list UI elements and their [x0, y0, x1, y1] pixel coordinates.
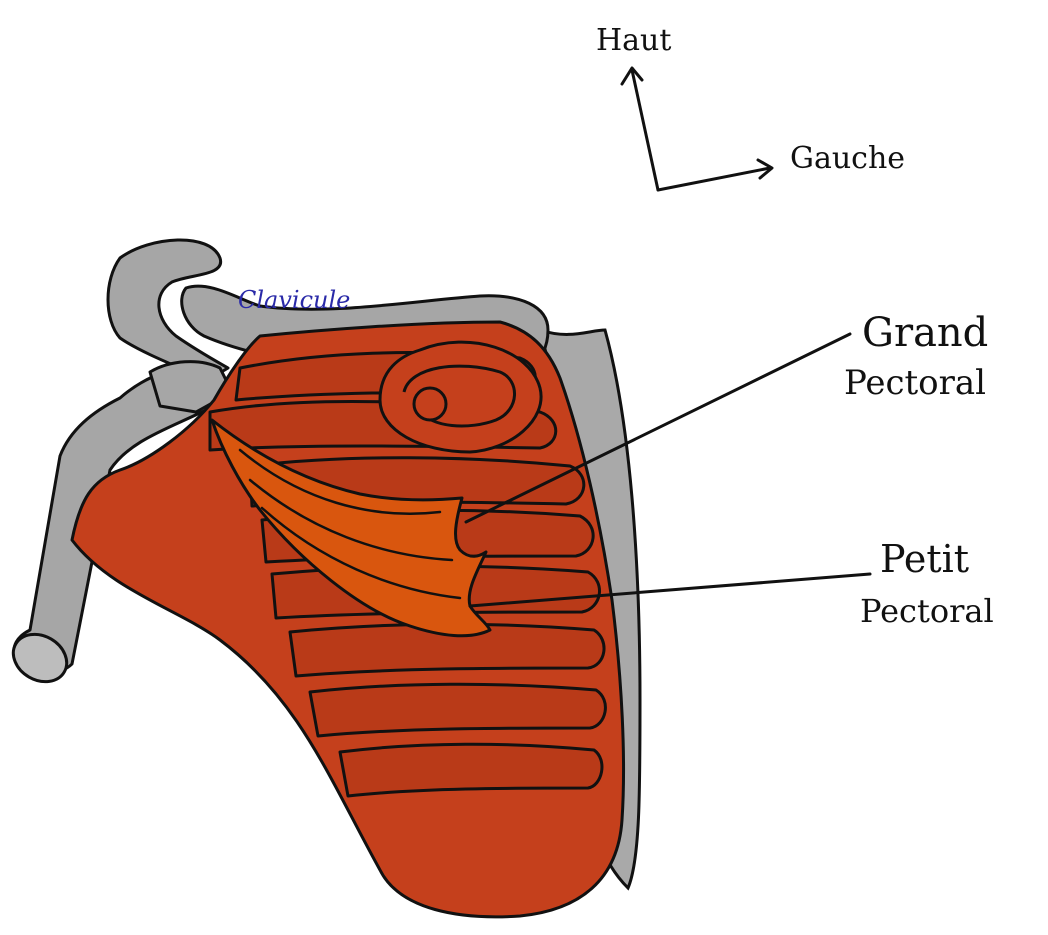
fiber-band — [340, 744, 602, 796]
spiral-fiber — [380, 342, 541, 452]
petit-pectoral-label-line2: Pectoral — [860, 592, 994, 630]
grand-pectoral-label-line1: Grand — [862, 310, 988, 356]
clavicle-label: Clavicule — [238, 286, 350, 314]
spiral-center — [414, 388, 446, 420]
grand-pectoral-label-line2: Pectoral — [844, 363, 986, 403]
left-arrow — [658, 168, 770, 190]
up-arrow — [632, 70, 658, 190]
sternal-head — [380, 342, 541, 452]
up-label: Haut — [596, 23, 671, 58]
petit-pectoral-label-line1: Petit — [880, 537, 969, 581]
orientation-indicator — [622, 68, 772, 190]
left-label: Gauche — [790, 141, 905, 176]
fiber-band — [310, 684, 605, 736]
